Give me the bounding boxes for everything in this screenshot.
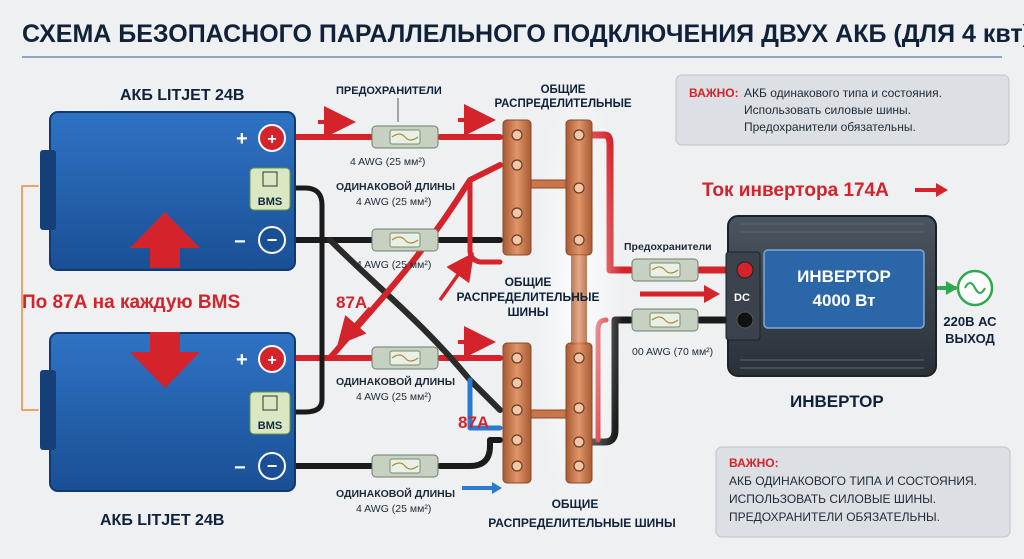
note-top-box <box>675 74 1010 146</box>
battery-top-plus-sign: + <box>236 128 248 150</box>
note-bottom-line3: ПРЕДОХРАНИТЕЛИ ОБЯЗАТЕЛЬНЫ. <box>729 510 940 524</box>
svg-text:−: − <box>267 456 278 476</box>
inverter-display-line2: 4000 Вт <box>813 291 876 310</box>
busbar-top-label-2: РАСПРЕДЕЛИТЕЛЬНЫЕ <box>494 98 631 110</box>
fuse-1-wire-gauge: 4 AWG (25 мм²) <box>350 156 425 168</box>
busbar-mid-label-3: ШИНЫ <box>507 305 548 319</box>
page-title: СХЕМА БЕЗОПАСНОГО ПАРАЛЛЕЛЬНОГО ПОДКЛЮЧЕ… <box>22 20 1024 48</box>
bms-current-arrow: По 87А на каждую BMS <box>22 212 240 388</box>
inverter-wire-gauge: 00 AWG (70 мм²) <box>632 346 713 358</box>
battery-top-bms-module <box>249 167 291 211</box>
inverter-display <box>763 249 925 329</box>
flow-arrows: 87А 87А <box>318 104 502 494</box>
battery-top-positive-terminal <box>258 124 286 152</box>
note-top-line3: Предохранители обязательны. <box>744 120 916 134</box>
note-bottom: ВАЖНО: АКБ ОДИНАКОВОГО ТИПА И СОСТОЯНИЯ.… <box>715 446 1011 538</box>
battery-bottom-handle <box>40 370 56 450</box>
ac-output-line2: ВЫХОД <box>945 331 995 346</box>
fuse-2-wire-gauge: 4 AWG (25 мм²) <box>356 259 431 271</box>
fuse-4-same-length: ОДИНАКОВОЙ ДЛИНЫ <box>336 487 455 500</box>
note-top: ВАЖНО: АКБ одинакового типа и состояния.… <box>675 74 1010 146</box>
battery-top-minus-sign: − <box>234 231 246 253</box>
svg-text:−: − <box>267 230 278 250</box>
note-top-line2: Использовать силовые шины. <box>744 103 911 117</box>
busbar-top-label-1: ОБЩИЕ <box>541 84 586 96</box>
inverter-dc-positive <box>736 261 754 279</box>
battery-top-label: АКБ LITJET 24В <box>120 87 244 104</box>
ac-output-line1: 220В АС <box>943 314 997 329</box>
battery-bottom-bms-label: BMS <box>258 420 282 432</box>
svg-text:+: + <box>267 352 276 369</box>
note-top-line1: АКБ одинакового типа и состояния. <box>744 86 942 100</box>
fuse-2-same-length: ОДИНАКОВОЙ ДЛИНЫ <box>336 180 455 193</box>
arrow-right-icon <box>946 281 958 295</box>
bms-current-label: По 87А на каждую BMS <box>22 292 240 313</box>
inverter-fuses: Предохранители 00 AWG (70 мм²) <box>624 241 720 358</box>
svg-text:+: + <box>267 131 276 148</box>
battery-bottom-label: АКБ LITJET 24В <box>100 512 224 529</box>
busbars: ОБЩИЕ РАСПРЕДЕЛИТЕЛЬНЫЕ ОБЩИЕ РАСПРЕДЕЛИ… <box>456 60 676 540</box>
arrow-diagonal-icon <box>438 252 475 302</box>
busbar-bottom-label-1: ОБЩИЕ <box>552 497 599 511</box>
current-87-a: 87А <box>336 293 367 312</box>
note-bottom-box <box>715 446 1011 538</box>
battery-bottom-positive-terminal <box>258 345 286 373</box>
arrow-up-icon <box>130 212 200 268</box>
inverter-current-label: Ток инвертора 174А <box>702 180 889 201</box>
chip-icon <box>262 171 278 187</box>
battery-top-negative-terminal <box>258 226 286 254</box>
battery-bottom: + + BMS − − АКБ LITJET 24В <box>40 332 296 529</box>
fuses-top-label: ПРЕДОХРАНИТЕЛИ <box>336 85 442 97</box>
fuse-3-wire-gauge: 4 AWG (25 мм²) <box>356 391 431 403</box>
ac-output: 220В АС ВЫХОД <box>943 269 997 346</box>
battery-bottom-minus-sign: − <box>234 457 246 479</box>
battery-top-bms-label: BMS <box>258 196 282 208</box>
note-bottom-bold: ВАЖНО: <box>729 456 779 470</box>
arrow-down-icon <box>130 332 200 388</box>
current-87-b: 87А <box>458 413 489 432</box>
note-top-bold: ВАЖНО: <box>689 86 739 100</box>
battery-bottom-bms-module <box>249 391 291 435</box>
battery-top-handle <box>40 150 56 230</box>
busbar-bottom-label-2: РАСПРЕДЕЛИТЕЛЬНЫЕ ШИНЫ <box>488 516 675 530</box>
inverter-dc-negative <box>736 311 754 329</box>
battery-top: АКБ LITJET 24В + + BMS − − <box>40 87 296 271</box>
fuses: ПРЕДОХРАНИТЕЛИ 4 AWG (25 мм²) ОДИНАКОВОЙ… <box>336 85 455 515</box>
arrow-right-icon <box>936 183 948 197</box>
chip-icon <box>262 395 278 411</box>
inverter-dc-label: DC <box>734 292 750 304</box>
inverter: Ток инвертора 174А ИНВЕРТОР 4000 Вт DC И… <box>702 180 948 411</box>
fuse-2-wire-gauge-top: 4 AWG (25 мм²) <box>356 196 431 208</box>
inverter-fuses-label: Предохранители <box>624 241 712 253</box>
busbar-mid-label-2: РАСПРЕДЕЛИТЕЛЬНЫЕ <box>456 290 599 304</box>
note-bottom-line1: АКБ ОДИНАКОВОГО ТИПА И СОСТОЯНИЯ. <box>729 474 977 488</box>
battery-bottom-negative-terminal <box>258 452 286 480</box>
busbar-mid-label-1: ОБЩИЕ <box>505 275 552 289</box>
inverter-caption: ИНВЕРТОР <box>790 392 884 411</box>
inverter-display-line1: ИНВЕРТОР <box>797 267 891 286</box>
fuse-3-same-length: ОДИНАКОВОЙ ДЛИНЫ <box>336 375 455 388</box>
battery-bottom-plus-sign: + <box>236 349 248 371</box>
note-bottom-line2: ИСПОЛЬЗОВАТЬ СИЛОВЫЕ ШИНЫ. <box>729 492 936 506</box>
fuse-4-wire-gauge: 4 AWG (25 мм²) <box>356 503 431 515</box>
arrow-diagonal-icon <box>337 306 372 346</box>
